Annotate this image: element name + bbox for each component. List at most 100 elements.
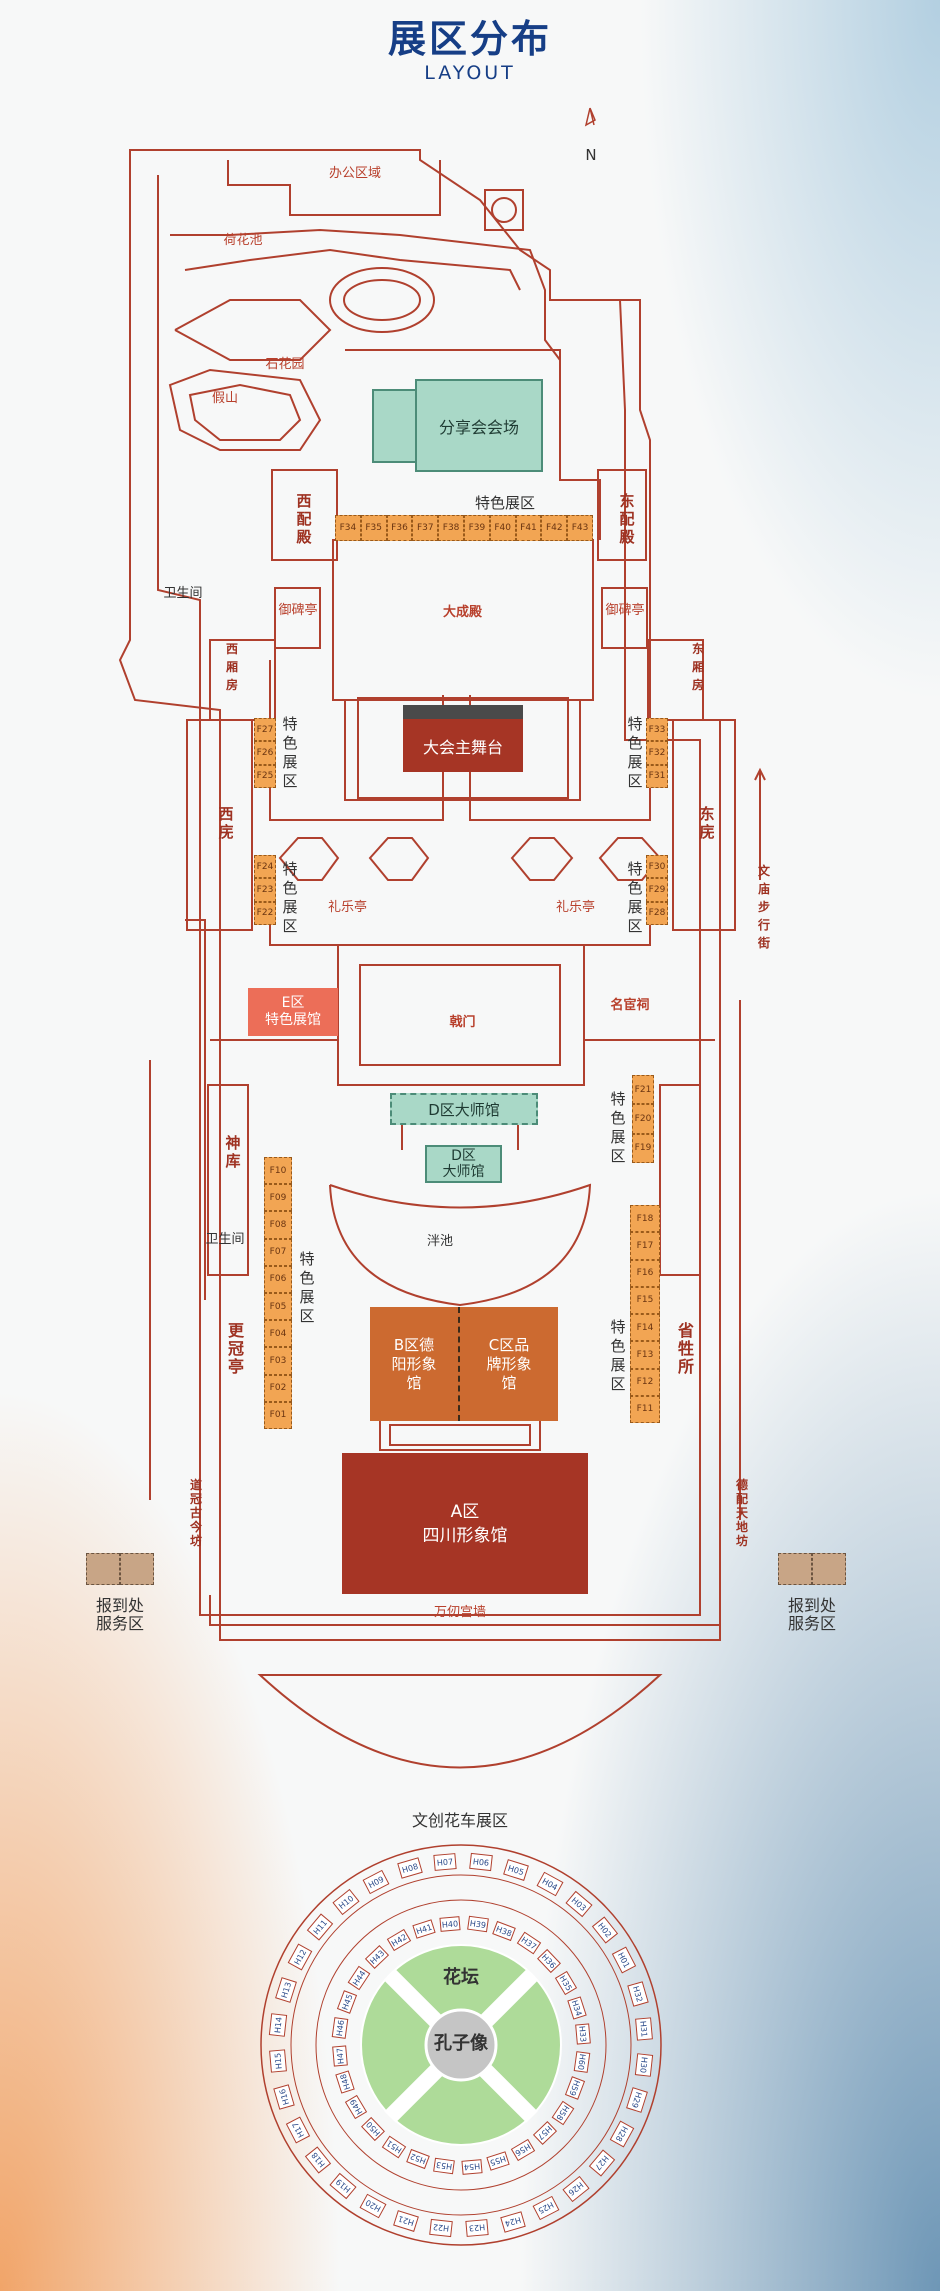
booth-col-west-long[interactable]: F10 F09 F08 F07 F06 F05 F04 F03 F02 F01 [264, 1157, 292, 1430]
east-corridor-label: 东庑 [699, 805, 715, 841]
booth[interactable]: F02 [264, 1374, 292, 1402]
east-checkin-label: 报到处 服务区 [764, 1597, 860, 1633]
ring-booth[interactable]: H53 [433, 2157, 456, 2175]
booth[interactable]: F26 [254, 741, 276, 765]
booth[interactable]: F25 [254, 764, 276, 788]
booth[interactable]: F36 [386, 515, 413, 541]
booth[interactable]: F19 [632, 1133, 654, 1163]
booth[interactable]: F32 [646, 741, 668, 765]
booth[interactable]: F16 [630, 1259, 660, 1287]
ring-booth[interactable]: H46 [331, 2017, 349, 2040]
ring-booth[interactable]: H31 [635, 2017, 654, 2041]
booth-col-east-lower[interactable]: F30 F29 F28 [646, 855, 668, 925]
ring-booth[interactable]: H39 [466, 1915, 489, 1933]
c-zone-label: C区品牌形象馆 [486, 1335, 532, 1392]
booth[interactable]: F41 [515, 515, 542, 541]
booth[interactable]: F10 [264, 1157, 292, 1185]
booth[interactable]: F12 [630, 1368, 660, 1396]
booth[interactable]: F37 [412, 515, 439, 541]
booth-col-east-mid[interactable]: F21 F20 F19 [632, 1075, 654, 1163]
booth[interactable]: F38 [438, 515, 464, 541]
east-checkin-booth[interactable] [778, 1553, 846, 1585]
lotus-pond-label: 荷花池 [223, 233, 263, 248]
garden-label: 石花园 [265, 357, 305, 372]
booth[interactable]: F23 [254, 878, 276, 902]
palace-wall-label: 万仞宫墙 [433, 1605, 486, 1620]
wenmiao-street-label: 文庙步行街 [757, 864, 770, 950]
ring-booth[interactable]: H30 [634, 2053, 654, 2077]
ring-booth[interactable]: H15 [268, 2049, 287, 2073]
float-zone-title: 文创花车展区 [411, 1811, 508, 1830]
booth[interactable]: F14 [630, 1314, 660, 1342]
booth[interactable]: F06 [264, 1265, 292, 1294]
booth[interactable]: F04 [264, 1320, 292, 1348]
ring-booth[interactable]: H14 [268, 2013, 288, 2037]
west-hall-label: 西配殿 [296, 492, 312, 546]
page-title: 展区分布 [387, 17, 552, 61]
b-zone-label: B区德阳形象馆 [391, 1335, 437, 1392]
booth[interactable]: F27 [254, 718, 276, 742]
booth[interactable]: F28 [646, 901, 668, 925]
feature-zone-label-el: 特色展区 [627, 860, 643, 935]
west-toilet-label-2: 卫生间 [205, 1232, 245, 1247]
booth[interactable]: F31 [646, 764, 668, 788]
ring-booth[interactable]: H07 [433, 1852, 457, 1871]
booth[interactable]: F07 [264, 1238, 292, 1266]
booth[interactable]: F39 [463, 515, 490, 541]
ring-booth[interactable]: H22 [429, 2218, 453, 2238]
e-zone[interactable]: E区 特色展馆 [248, 988, 338, 1036]
west-checkin-booth[interactable] [86, 1553, 154, 1585]
dacheng-hall-label: 大成殿 [442, 605, 482, 620]
d-master-hall[interactable]: D区大师馆 [390, 1093, 538, 1125]
main-stage[interactable]: 大会主舞台 [403, 705, 523, 772]
booth[interactable]: F30 [646, 855, 668, 879]
booth-row-top[interactable]: F34 F35 F36 F37 F38 F39 F40 F41 F42 F43 [335, 515, 593, 541]
ring-booth[interactable]: H33 [574, 2023, 591, 2045]
ring-booth[interactable]: H47 [331, 2045, 348, 2067]
shengsheng-hall-label: 省牲所 [677, 1321, 694, 1376]
a-zone[interactable]: A区 四川形象馆 [342, 1453, 588, 1594]
ring-booth[interactable]: H06 [469, 1852, 493, 1872]
booth[interactable]: F08 [264, 1211, 292, 1239]
booth[interactable]: F20 [632, 1104, 654, 1134]
booth[interactable]: F40 [489, 515, 516, 541]
booth[interactable]: F29 [646, 878, 668, 902]
booth[interactable]: F43 [567, 515, 593, 541]
booth[interactable]: F22 [254, 901, 276, 925]
booth[interactable]: F18 [630, 1205, 660, 1233]
booth[interactable]: F09 [264, 1184, 292, 1212]
booth[interactable]: F11 [630, 1395, 660, 1423]
booth[interactable]: F03 [264, 1347, 292, 1375]
ring-booth[interactable]: H54 [461, 2158, 483, 2175]
b-zone[interactable]: B区德阳形象馆 [370, 1307, 458, 1421]
booth-col-west-upper[interactable]: F27 F26 F25 [254, 718, 276, 788]
c-zone[interactable]: C区品牌形象馆 [458, 1307, 558, 1421]
booth-col-east-upper[interactable]: F33 F32 F31 [646, 718, 668, 788]
booth[interactable]: F13 [630, 1341, 660, 1369]
d-master-hall-small[interactable]: D区 大师馆 [425, 1145, 502, 1183]
ring-booth[interactable]: H23 [465, 2219, 489, 2238]
booth[interactable]: F33 [646, 718, 668, 742]
booth[interactable]: F17 [630, 1232, 660, 1260]
ring-booth[interactable]: H40 [439, 1915, 461, 1932]
booth[interactable]: F42 [541, 515, 568, 541]
booth-col-west-lower[interactable]: F24 F23 F22 [254, 855, 276, 925]
ring-booth[interactable]: H60 [573, 2050, 591, 2073]
feature-zone-label-em: 特色展区 [610, 1090, 626, 1165]
east-checkin-line2: 服务区 [787, 1614, 836, 1633]
west-stele-label: 御碑亭 [278, 603, 318, 618]
booth[interactable]: F35 [360, 515, 387, 541]
west-checkin-line1: 报到处 [95, 1596, 144, 1615]
west-toilet-label: 卫生间 [163, 586, 203, 601]
booth[interactable]: F34 [335, 515, 361, 541]
booth[interactable]: F01 [264, 1401, 292, 1430]
feature-zone-label-eu: 特色展区 [627, 715, 643, 790]
booth[interactable]: F21 [632, 1075, 654, 1105]
booth-col-east-long[interactable]: F18 F17 F16 F15 F14 F13 F12 F11 [630, 1205, 660, 1423]
share-venue[interactable]: 分享会会场 [415, 379, 543, 472]
booth[interactable]: F15 [630, 1286, 660, 1314]
booth[interactable]: F24 [254, 855, 276, 879]
booth[interactable]: F05 [264, 1293, 292, 1321]
east-arch-label: 德配天地坊 [735, 1478, 748, 1548]
